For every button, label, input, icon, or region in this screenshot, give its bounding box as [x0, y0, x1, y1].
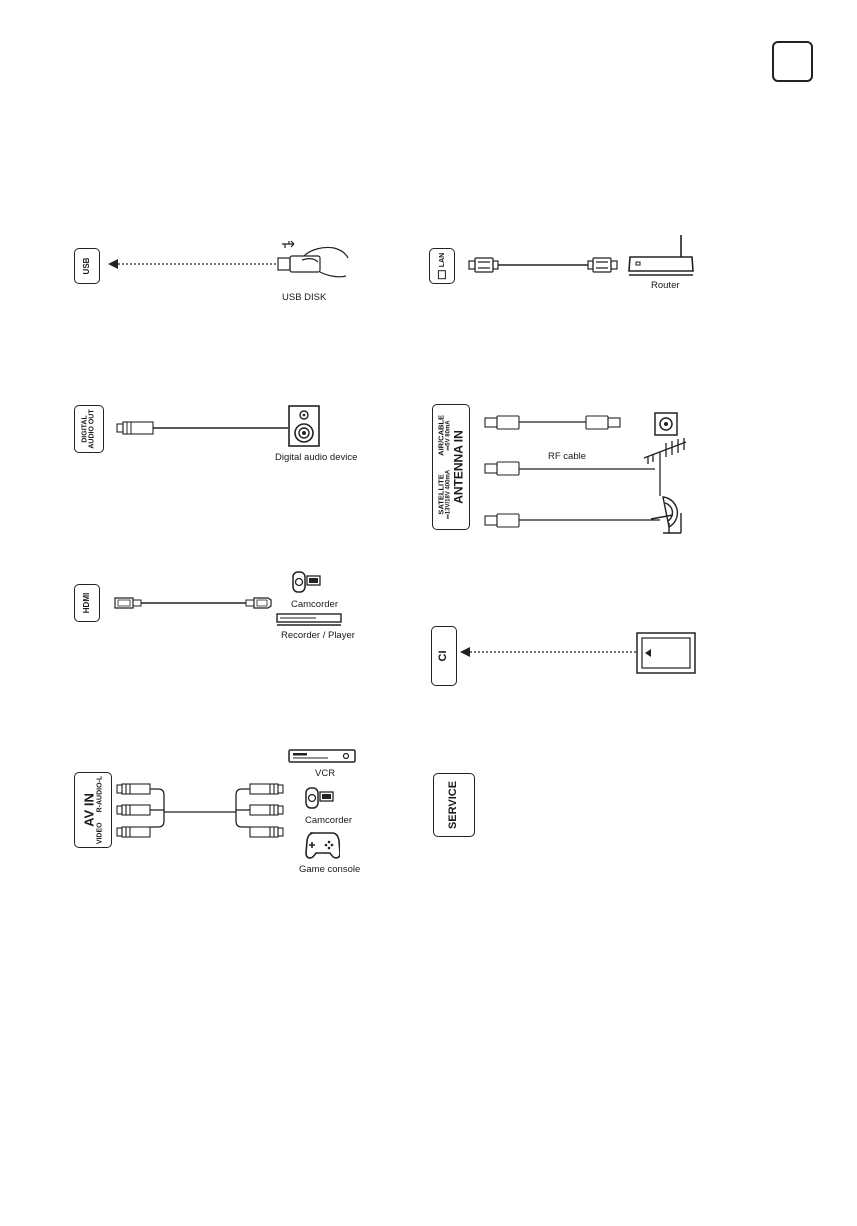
ci-card-icon — [636, 632, 696, 674]
ci-arrow-icon — [460, 647, 470, 657]
service-port-label: SERVICE — [433, 773, 475, 837]
service-port-text: SERVICE — [448, 781, 460, 829]
